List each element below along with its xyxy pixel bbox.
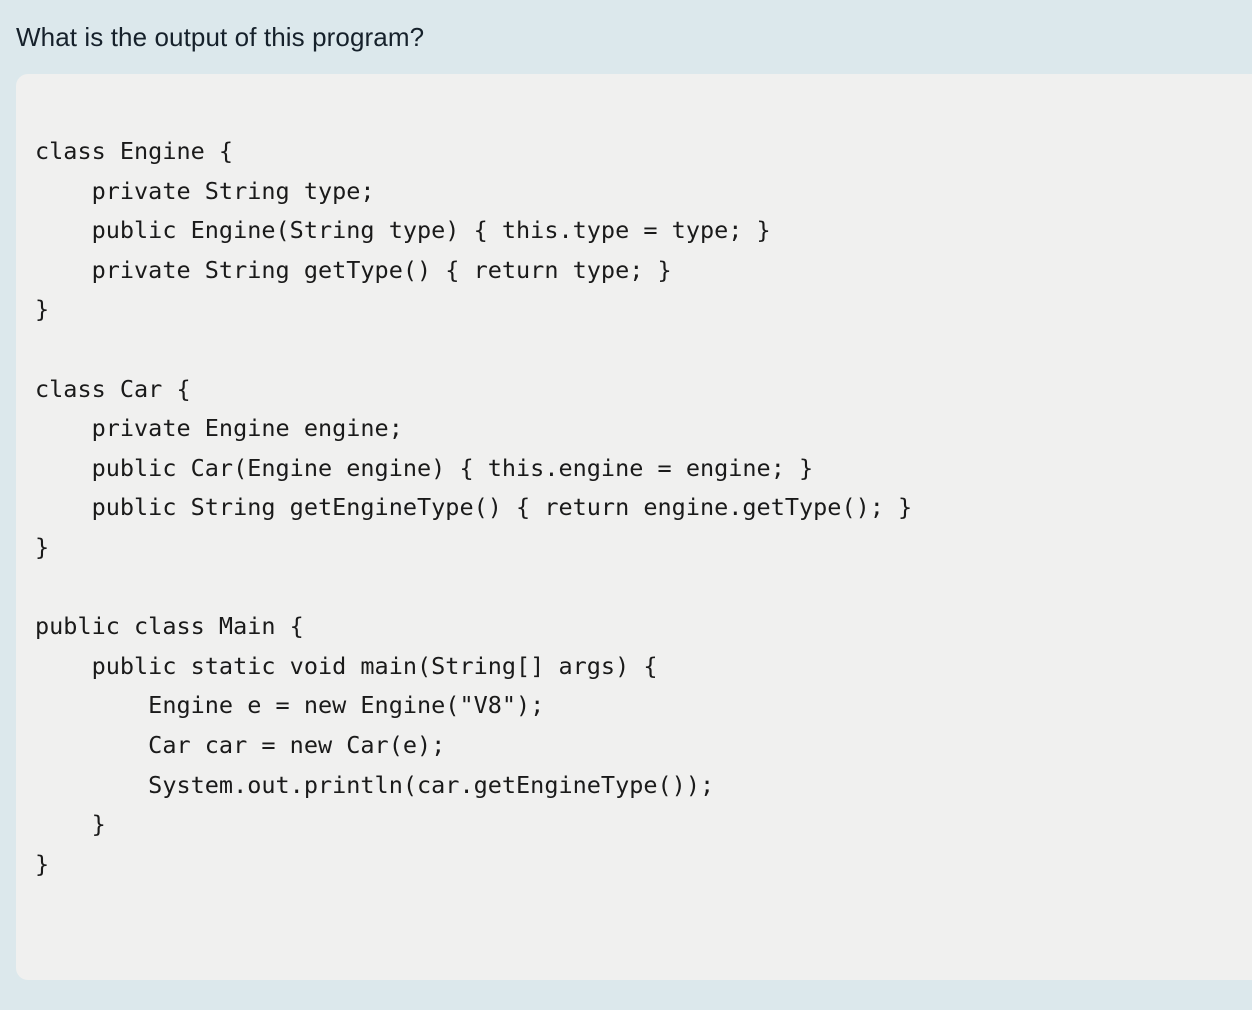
code-line: public String getEngineType() { return e… — [35, 493, 913, 522]
code-line: public Car(Engine engine) { this.engine … — [35, 453, 814, 482]
code-line: public Engine(String type) { this.type =… — [35, 216, 771, 245]
code-line — [35, 568, 912, 608]
code-line: class Car { — [35, 374, 191, 403]
code-line — [35, 330, 912, 370]
code-line: private String type; — [35, 176, 375, 205]
code-line: } — [35, 532, 50, 561]
code-line: Car car = new Car(e); — [35, 730, 446, 759]
code-card: class Engine { private String type; publ… — [16, 74, 1252, 980]
code-line: } — [35, 810, 106, 839]
code-line: Engine e = new Engine("V8"); — [35, 691, 545, 720]
code-line: class Engine { — [35, 137, 234, 165]
code-line: public static void main(String[] args) { — [35, 651, 658, 680]
code-line: } — [35, 849, 50, 878]
code-line: private String getType() { return type; … — [35, 255, 672, 284]
code-line: System.out.println(car.getEngineType()); — [35, 770, 715, 799]
code-line: } — [35, 295, 50, 324]
code-block: class Engine { private String type; publ… — [35, 132, 912, 884]
code-line: private Engine engine; — [35, 414, 403, 443]
code-line: public class Main { — [35, 612, 304, 641]
page-title: What is the output of this program? — [16, 22, 425, 52]
